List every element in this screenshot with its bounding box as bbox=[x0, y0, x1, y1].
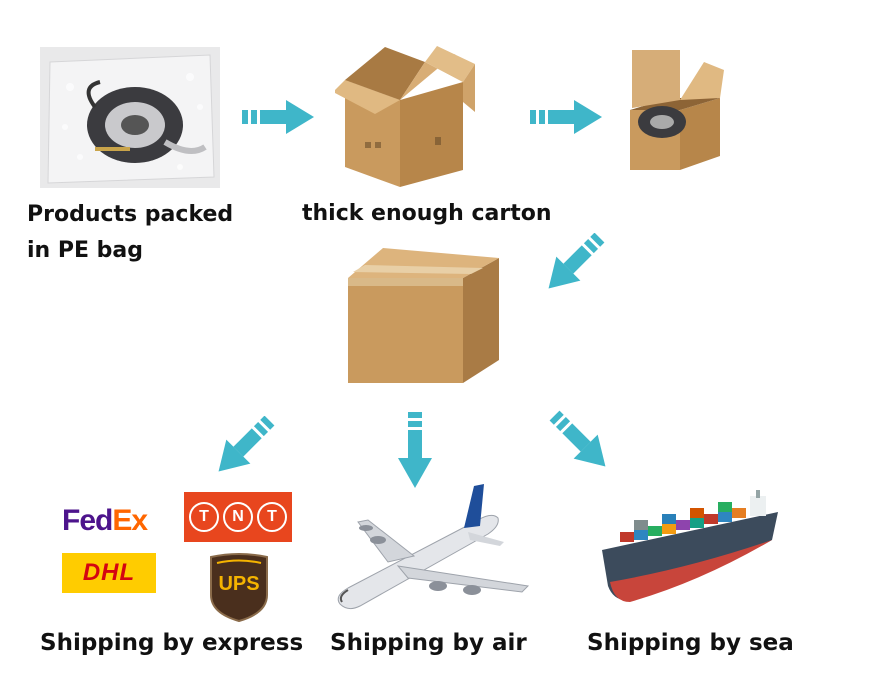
packed-carton-image bbox=[620, 50, 728, 174]
sealed-carton-image bbox=[343, 238, 505, 388]
fedex-logo: FedEx bbox=[62, 504, 148, 538]
fedex-ex-text: Ex bbox=[112, 504, 148, 537]
open-carton-image bbox=[335, 42, 475, 192]
tnt-letter-1: T bbox=[189, 502, 219, 532]
container-ship-image bbox=[600, 490, 780, 610]
tnt-letter-2: N bbox=[223, 502, 253, 532]
arrow-down-right-icon bbox=[546, 408, 614, 474]
bag-label-line2: in PE bag bbox=[27, 238, 144, 263]
carton-label: thick enough carton bbox=[302, 201, 552, 226]
fedex-fed-text: Fed bbox=[62, 504, 113, 537]
air-label: Shipping by air bbox=[330, 630, 527, 656]
ups-text: UPS bbox=[218, 573, 260, 595]
express-label: Shipping by express bbox=[40, 630, 304, 656]
arrow-right-icon bbox=[242, 100, 314, 134]
sea-label: Shipping by sea bbox=[587, 630, 794, 656]
tnt-letter-3: T bbox=[257, 502, 287, 532]
arrow-down-left-icon bbox=[210, 416, 278, 476]
arrow-down-left-icon bbox=[540, 233, 608, 293]
arrow-right-icon bbox=[530, 100, 602, 134]
ups-logo: UPS bbox=[207, 553, 271, 623]
tnt-logo: T N T bbox=[184, 492, 292, 542]
dhl-logo: DHL bbox=[62, 553, 156, 593]
pe-bag-image bbox=[40, 47, 220, 188]
airplane-image bbox=[328, 482, 532, 614]
arrow-down-icon bbox=[398, 412, 432, 488]
bag-label-line1: Products packed bbox=[27, 202, 234, 227]
dhl-text: DHL bbox=[82, 559, 136, 586]
